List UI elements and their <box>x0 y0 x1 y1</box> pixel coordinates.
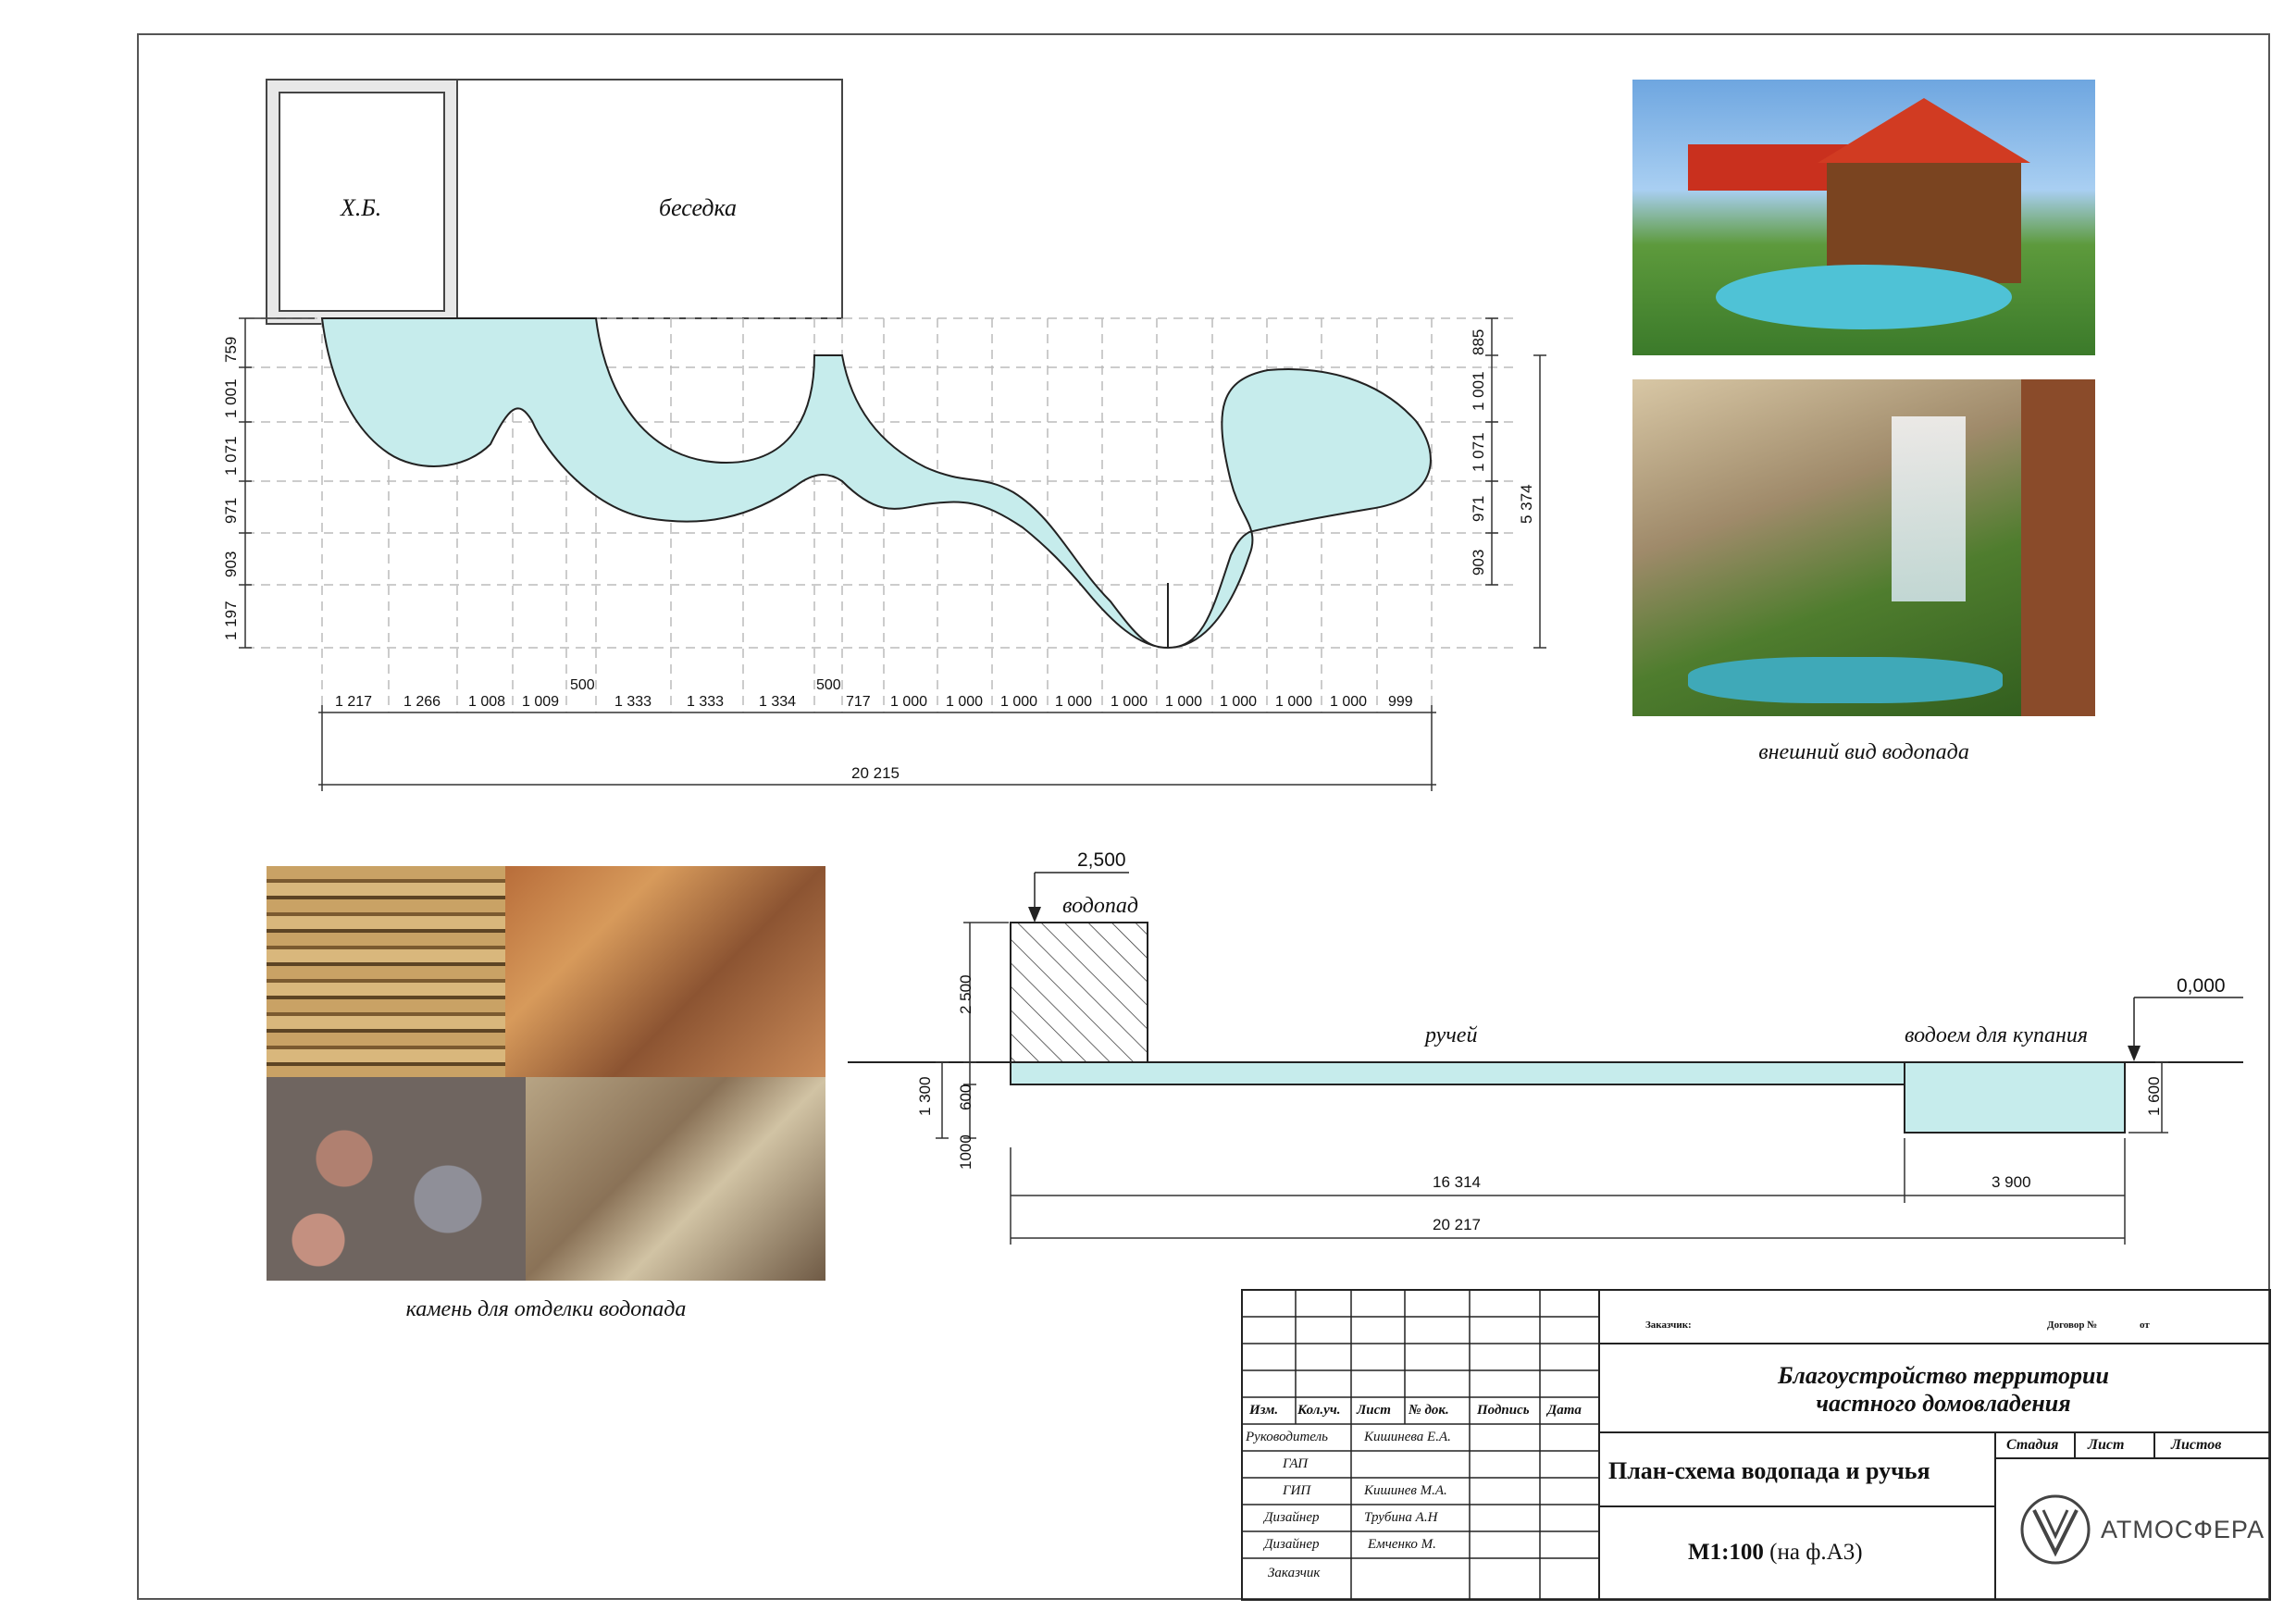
dim-label: 1 000 <box>1055 694 1093 710</box>
atmosfera-logo-icon <box>2020 1494 2091 1565</box>
dim-label: 1 008 <box>468 694 506 710</box>
dim-label: 1 009 <box>522 694 560 710</box>
brand-name: АТМОСФЕРА <box>2101 1516 2265 1543</box>
role-cell: Заказчик <box>1268 1566 1321 1580</box>
scale-format: (на ф.А3) <box>1769 1540 1863 1565</box>
sheet-header: Лист <box>2088 1437 2125 1453</box>
label-stream: ручей <box>1425 1023 1478 1047</box>
left-dimensions <box>239 317 315 649</box>
gazebo <box>456 79 843 319</box>
dim-label: 1 000 <box>1165 694 1203 710</box>
dim-label: 1 334 <box>759 694 797 710</box>
role-cell: Дизайнер <box>1264 1510 1320 1525</box>
caption-stone: камень для отделки водопада <box>405 1297 687 1321</box>
dim-label: 1 000 <box>1220 694 1258 710</box>
header-izm: Изм. <box>1249 1403 1279 1418</box>
bottom-dim-row: 1 217 1 266 1 008 1 009 1 333 1 333 1 33… <box>322 694 1433 712</box>
sheets-header: Листов <box>2171 1437 2222 1453</box>
stone-photo-pebbles <box>267 1077 526 1281</box>
role-cell: Дизайнер <box>1264 1537 1320 1552</box>
dim-label: 1 266 <box>403 694 441 710</box>
stage-header: Стадия <box>2006 1437 2059 1453</box>
dim-3900: 3 900 <box>1992 1173 2031 1191</box>
label-gazebo: беседка <box>659 194 738 221</box>
label-waterfall: водопад <box>1062 894 1139 918</box>
dim-20217: 20 217 <box>1433 1216 1481 1233</box>
role-cell: Руководитель <box>1246 1430 1328 1444</box>
name-cell: Кишинева Е.А. <box>1364 1430 1451 1444</box>
header-list: Лист <box>1357 1403 1391 1418</box>
offset-label: 500 <box>570 677 595 693</box>
stone-photo-boulders <box>526 1077 825 1281</box>
project-title-line-1: Благоустройство территории <box>1778 1362 2109 1389</box>
sheet-title: План-схема водопада и ручья <box>1608 1457 1930 1484</box>
dim-label: 999 <box>1388 694 1413 710</box>
drawing-frame <box>137 33 2270 1600</box>
header-kol-uch: Кол.уч. <box>1297 1403 1341 1418</box>
contract-from: от <box>2140 1319 2150 1331</box>
label-utility-building: Х.Б. <box>341 194 382 221</box>
role-cell: ГИП <box>1283 1483 1311 1498</box>
dim-16314: 16 314 <box>1433 1173 1481 1191</box>
label-pool: водоем для купания <box>1905 1023 2088 1047</box>
offset-label: 500 <box>816 677 841 693</box>
contract-label: Договор № <box>2047 1319 2098 1331</box>
scale-label: М1:100 (на ф.А3) <box>1688 1540 1863 1566</box>
dim-label: 717 <box>846 694 871 710</box>
dim-label: 1 000 <box>890 694 928 710</box>
waterfall-photo <box>1632 379 2095 716</box>
customer-label: Заказчик: <box>1645 1319 1692 1331</box>
role-cell: ГАП <box>1283 1456 1309 1471</box>
dim-label: 1 000 <box>1275 694 1313 710</box>
stream-water <box>320 317 1432 650</box>
dim-label: 1 000 <box>1000 694 1038 710</box>
dim-label: 1 000 <box>1111 694 1148 710</box>
bottom-total-dim: 20 215 <box>851 764 900 782</box>
project-title-line-2: частного домовладения <box>1816 1390 2071 1417</box>
caption-waterfall: внешний вид водопада <box>1758 740 1969 764</box>
dim-label: 1 000 <box>946 694 984 710</box>
dim-label: 1 000 <box>1330 694 1368 710</box>
header-signature: Подпись <box>1477 1403 1530 1418</box>
header-doc-no: № док. <box>1409 1403 1449 1418</box>
name-cell: Трубина А.Н <box>1364 1510 1438 1525</box>
stone-photo-flagstone <box>505 866 825 1077</box>
name-cell: Кишинев М.А. <box>1364 1483 1447 1498</box>
stone-photo-stacked <box>267 866 505 1077</box>
dim-label: 1 333 <box>687 694 725 710</box>
waterfall-block <box>1010 922 1148 1063</box>
top-level-mark: 2,500 <box>1077 849 1126 871</box>
gazebo-render-photo <box>1632 80 2095 355</box>
name-cell: Емченко М. <box>1368 1537 1436 1552</box>
pool <box>1904 1061 2126 1134</box>
zero-level-mark: 0,000 <box>2177 975 2226 997</box>
scale-value: М1:100 <box>1688 1540 1764 1565</box>
right-dimensions <box>1485 317 1546 649</box>
header-date: Дата <box>1547 1403 1582 1418</box>
plan-view <box>239 79 1546 791</box>
bottom-dimensions <box>318 705 1436 791</box>
dim-label: 1 217 <box>335 694 373 710</box>
dim-label: 1 333 <box>614 694 652 710</box>
